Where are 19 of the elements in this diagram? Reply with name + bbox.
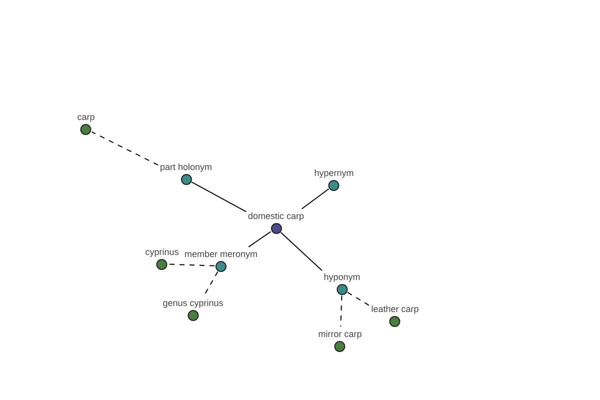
- dashed-line: [168, 264, 215, 266]
- node-label: carp: [77, 112, 95, 122]
- dashed-line: [347, 292, 370, 306]
- node-label: hyponym: [324, 272, 360, 282]
- dashed-line: [91, 131, 159, 166]
- node-label: genus cyprinus: [162, 298, 224, 308]
- connector-line: [301, 188, 330, 210]
- node-label: hypernym: [314, 168, 354, 178]
- node-label: part holonym: [160, 162, 212, 172]
- node-label: domestic carp: [248, 210, 304, 222]
- dashed-line: [204, 271, 218, 296]
- node-label: leather carp: [371, 304, 419, 314]
- connector-line: [248, 231, 272, 248]
- connector-line: [280, 232, 322, 272]
- dashed-line: [340, 295, 342, 327]
- connector-line: [191, 182, 247, 212]
- node-label: cyprinus: [145, 246, 179, 258]
- node-label: member meronym: [184, 248, 258, 260]
- node-label: mirror carp: [318, 328, 362, 340]
